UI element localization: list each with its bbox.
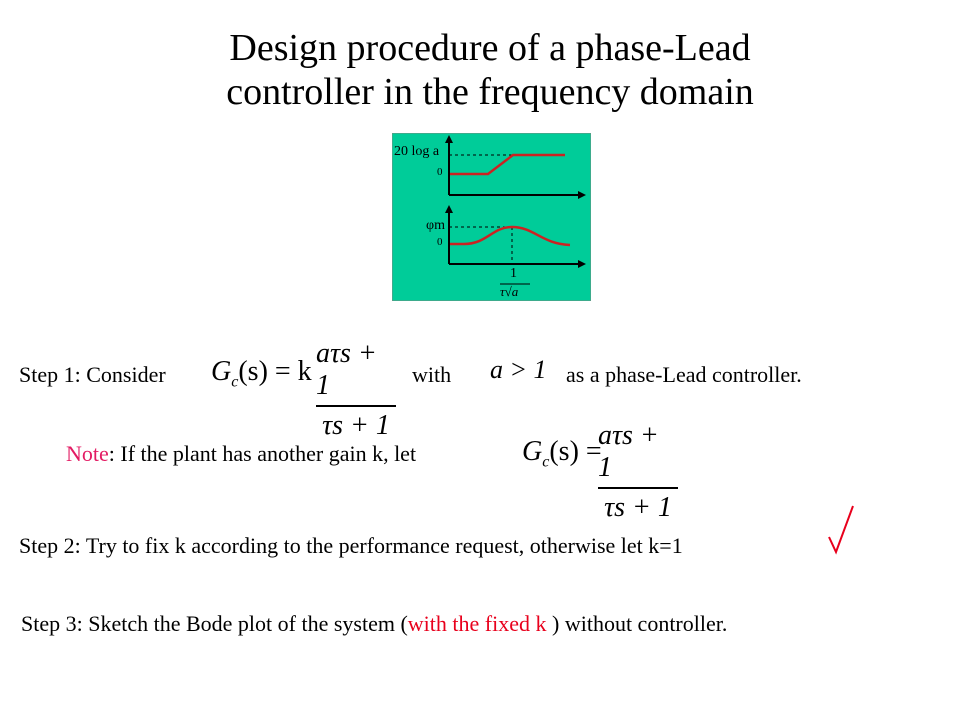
note-formula-subscript: c xyxy=(542,453,550,471)
step1-condition: a > 1 xyxy=(490,355,547,384)
step3-prefix: Step 3: Sketch the Bode plot of the syst… xyxy=(21,611,408,636)
note-formula-fraction: aτs + 1 τs + 1 xyxy=(598,420,678,524)
note-formula-lhs: Gc(s) = xyxy=(522,436,602,472)
step3-highlight: with the fixed k xyxy=(407,611,552,636)
magnitude-label: 20 log a xyxy=(394,144,440,159)
frequency-numerator: 1 xyxy=(510,266,517,281)
magnitude-y-arrow xyxy=(445,135,453,143)
note-formula-denominator: τs + 1 xyxy=(604,491,672,523)
diagram-background xyxy=(392,133,591,301)
note-text: : If the plant has another gain k, let xyxy=(108,441,417,466)
phase-zero-label: 0 xyxy=(437,236,443,248)
step1-fraction-bar xyxy=(316,405,396,407)
step1-formula-arg: (s) = k xyxy=(238,356,312,387)
step3-line: Step 3: Sketch the Bode plot of the syst… xyxy=(21,611,727,637)
magnitude-zero-label: 0 xyxy=(437,166,443,178)
step1-formula-G: G xyxy=(211,356,232,387)
note-line: Note: If the plant has another gain k, l… xyxy=(66,441,416,467)
note-formula-arg: (s) = xyxy=(549,436,602,467)
magnitude-x-arrow xyxy=(578,191,586,199)
step1-formula-numerator: aτs + 1 xyxy=(316,338,377,401)
step2-text: Step 2: Try to fix k according to the pe… xyxy=(19,533,683,558)
frequency-denominator: τ√a xyxy=(500,284,519,299)
note-label: Note xyxy=(66,441,109,466)
step1-formula-lhs: Gc(s) = k xyxy=(211,356,312,392)
phase-curve xyxy=(450,225,571,247)
note-formula-G: G xyxy=(522,436,543,467)
step1-formula-denominator: τs + 1 xyxy=(322,409,390,441)
bode-diagram-svg xyxy=(392,133,591,301)
phase-x-arrow xyxy=(578,260,586,268)
step1-suffix: as a phase-Lead controller. xyxy=(566,362,802,387)
phase-peak-label: φm xyxy=(426,218,445,233)
checkmark-icon xyxy=(828,505,854,555)
title-line-2: controller in the frequency domain xyxy=(226,71,754,113)
note-formula-numerator: aτs + 1 xyxy=(598,420,659,483)
note-fraction-bar xyxy=(598,487,678,489)
step1-formula-subscript: c xyxy=(231,373,239,391)
slide-title: Design procedure of a phase-Lead control… xyxy=(0,26,960,114)
step1-formula-fraction: aτs + 1 τs + 1 xyxy=(316,338,396,442)
phase-y-arrow xyxy=(445,205,453,213)
title-line-1: Design procedure of a phase-Lead xyxy=(229,27,751,69)
magnitude-curve xyxy=(450,153,565,176)
step1-prefix: Step 1: Consider xyxy=(19,362,166,387)
bode-diagram: 20 log a 0 φm 0 1 τ√a xyxy=(392,133,591,301)
step3-suffix: ) without controller. xyxy=(552,611,728,636)
step1-with: with xyxy=(412,362,452,387)
